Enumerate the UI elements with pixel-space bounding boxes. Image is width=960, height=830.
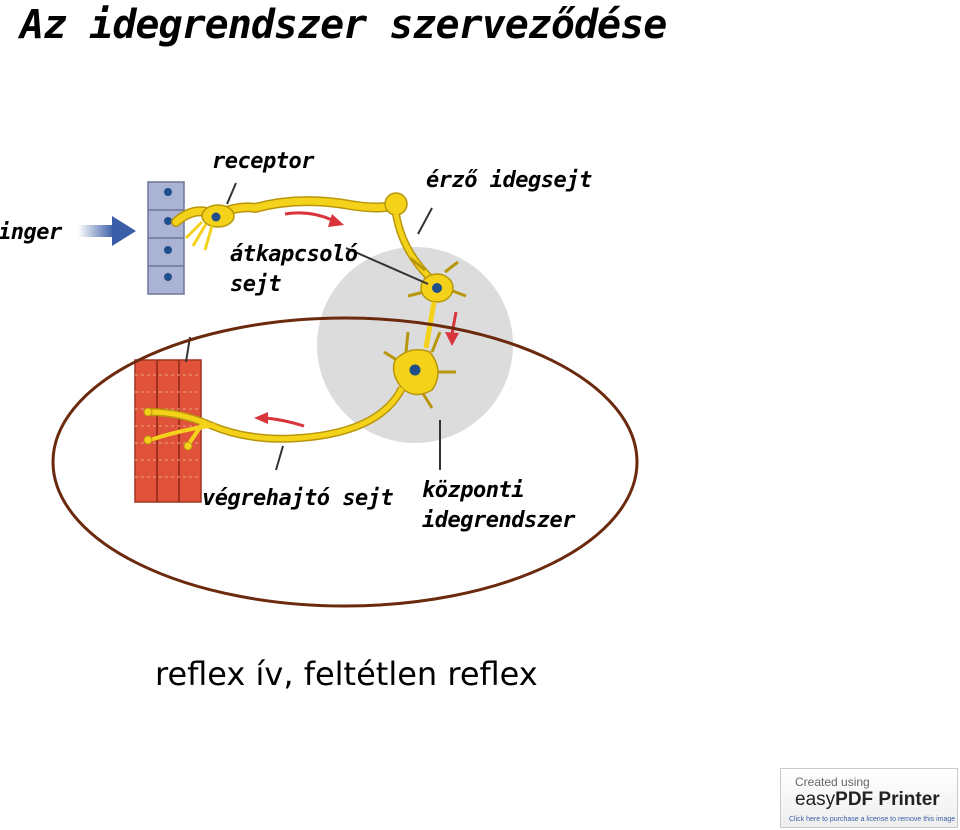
- label-sensory-neuron: érző idegsejt: [426, 167, 592, 195]
- easypdf-watermark[interactable]: Created using easyPDF Printer Click here…: [780, 768, 958, 828]
- cns-area: [317, 247, 513, 443]
- stimulus-arrow: [78, 216, 136, 246]
- label-interneuron-line2: sejt: [230, 271, 281, 299]
- label-cns-line2: idegrendszer: [422, 507, 575, 535]
- watermark-license-link[interactable]: Click here to purchase a license to remo…: [789, 816, 955, 823]
- watermark-brand-prefix: easy: [795, 789, 835, 810]
- label-receptor: receptor: [212, 148, 314, 176]
- label-interneuron-line1: átkapcsoló: [230, 241, 357, 269]
- watermark-brand: easyPDF Printer: [795, 789, 940, 811]
- watermark-brand-name: PDF Printer: [835, 789, 940, 810]
- receptor-cells: [148, 182, 184, 294]
- diagram-caption: reflex ív, feltétlen reflex: [155, 655, 538, 693]
- label-cns-line1: központi: [422, 477, 524, 505]
- watermark-line1: Created using: [795, 775, 870, 789]
- label-effector: végrehajtó sejt: [202, 485, 393, 513]
- flow-arrow-motor: [254, 412, 304, 426]
- flow-arrow-sensory: [285, 213, 344, 227]
- label-stimulus: inger: [0, 219, 62, 247]
